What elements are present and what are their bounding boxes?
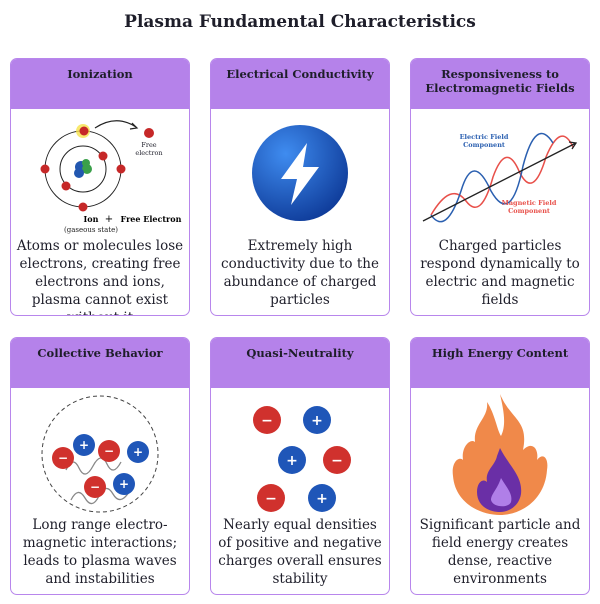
collective-particles-illustration: − + − + − + bbox=[41, 395, 159, 513]
card-title: Ionization bbox=[11, 59, 189, 109]
plus-label: + bbox=[105, 214, 113, 225]
card-electrical-conductivity: Electrical Conductivity Extremely high c… bbox=[210, 58, 390, 316]
electromagnetic-wave-illustration: Electric Field Component Magnetic Field … bbox=[422, 132, 578, 223]
charge-balance-illustration: − + + − − + bbox=[253, 406, 351, 512]
page-title: Plasma Fundamental Characteristics bbox=[124, 12, 476, 32]
svg-text:+: + bbox=[316, 491, 328, 507]
free-electron-label: Free electron bbox=[135, 141, 163, 157]
card-description: Nearly equal densities of positive and n… bbox=[218, 517, 382, 587]
svg-text:−: − bbox=[90, 480, 100, 494]
electric-field-label: Electric Field Component bbox=[459, 133, 509, 149]
magnetic-field-label: Magnetic Field Component bbox=[501, 199, 557, 215]
card-description: Long range electro-magnetic interactions… bbox=[22, 517, 178, 587]
card-description: Extremely high conductivity due to the a… bbox=[221, 238, 379, 308]
ion-state-label: (gaseous state) bbox=[64, 226, 118, 234]
card-title: Electrical Conductivity bbox=[211, 59, 389, 109]
svg-text:+: + bbox=[311, 413, 323, 429]
svg-text:−: − bbox=[265, 491, 277, 507]
nucleus-icon bbox=[74, 159, 92, 178]
card-electromagnetic-response: Responsiveness to Electromagnetic Fields… bbox=[410, 58, 590, 316]
card-collective-behavior: Collective Behavior − + − + − + Long ran… bbox=[10, 337, 190, 595]
card-quasi-neutrality: Quasi-Neutrality − + + − − + Nearly equa… bbox=[210, 337, 390, 595]
ion-label: Ion bbox=[84, 214, 99, 224]
free-electron-caption: Free Electron bbox=[121, 214, 182, 224]
svg-text:+: + bbox=[133, 445, 143, 459]
svg-text:+: + bbox=[286, 453, 298, 469]
card-description: Atoms or molecules lose electrons, creat… bbox=[16, 238, 184, 315]
card-title: Quasi-Neutrality bbox=[211, 338, 389, 388]
flame-icon bbox=[452, 394, 548, 515]
atom-ionization-illustration: Free electron Ion + Free Electron (gaseo… bbox=[40, 120, 182, 234]
card-high-energy-content: High Energy Content Significant particle… bbox=[410, 337, 590, 595]
card-title: High Energy Content bbox=[411, 338, 589, 388]
svg-text:−: − bbox=[331, 453, 343, 469]
card-title: Responsiveness to Electromagnetic Fields bbox=[411, 59, 589, 109]
lightning-bolt-icon bbox=[252, 125, 348, 221]
card-ionization: Ionization Free electron Ion + Free Elec… bbox=[10, 58, 190, 316]
svg-text:−: − bbox=[58, 451, 68, 465]
svg-text:+: + bbox=[119, 477, 129, 491]
svg-text:−: − bbox=[261, 413, 273, 429]
card-description: Significant particle and field energy cr… bbox=[419, 517, 581, 587]
electron-icons bbox=[40, 126, 154, 212]
svg-text:−: − bbox=[104, 444, 114, 458]
card-title: Collective Behavior bbox=[11, 338, 189, 388]
card-description: Charged particles respond dynamically to… bbox=[420, 238, 580, 308]
svg-text:+: + bbox=[79, 438, 89, 452]
